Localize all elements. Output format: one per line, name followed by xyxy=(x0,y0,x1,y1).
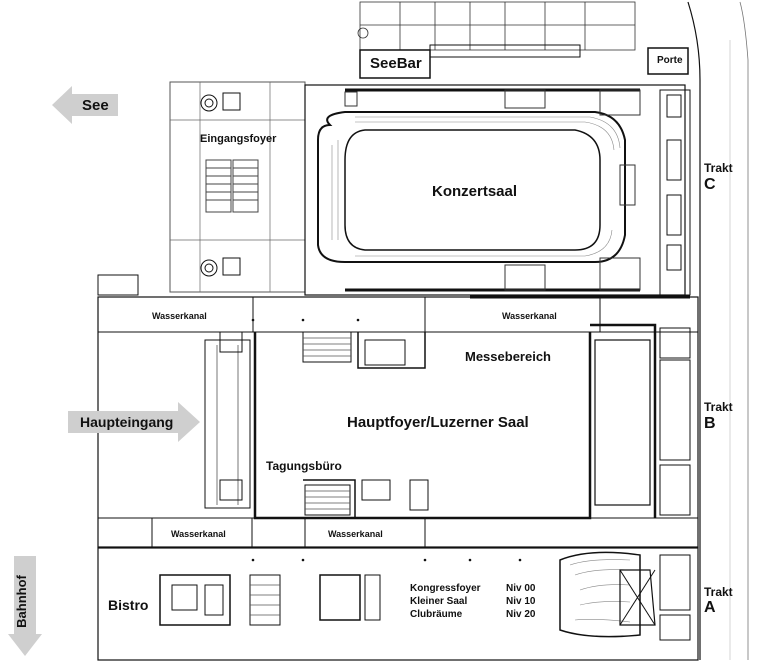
eingangsfoyer-area xyxy=(169,81,306,293)
see-arrow-label: See xyxy=(82,97,109,114)
porte-room xyxy=(647,47,689,75)
see-arrow: See xyxy=(52,86,118,124)
konzertsaal-block xyxy=(304,84,686,296)
trakt-b-letter: B xyxy=(704,415,716,432)
level-row: Kongressfoyer Niv 00 xyxy=(410,584,535,597)
level-value: Niv 20 xyxy=(506,609,536,620)
kleiner-saal xyxy=(559,551,641,638)
trakt-b-word: Trakt xyxy=(704,400,733,414)
bahnhof-arrow-label: Bahnhof xyxy=(13,575,29,628)
concert-hall-floor xyxy=(344,129,601,251)
level-value: Niv 10 xyxy=(506,596,536,607)
bahnhof-arrow: Bahnhof xyxy=(8,556,42,656)
porte-label: Porte xyxy=(657,55,683,66)
trakt-a-letter: A xyxy=(704,599,716,616)
messebereich-label: Messebereich xyxy=(465,349,551,364)
wasserkanal-north-east xyxy=(424,296,601,333)
konzertsaal-label: Konzertsaal xyxy=(432,183,518,200)
bistro-kitchen xyxy=(159,574,231,626)
level-legend: Kongressfoyer Niv 00 Kleiner Saal Niv 10… xyxy=(410,584,535,623)
wasserkanal-label-4: Wasserkanal xyxy=(328,529,383,539)
entrance-connector xyxy=(204,339,251,509)
seebar-label: SeeBar xyxy=(370,55,422,72)
trakt-c-letter: C xyxy=(704,176,716,193)
concert-hall-outline xyxy=(317,111,626,263)
trakt-c-word: Trakt xyxy=(704,161,733,175)
wasserkanal-label-2: Wasserkanal xyxy=(502,311,557,321)
tagungsbuero-label: Tagungsbüro xyxy=(266,459,342,473)
hauptfoyer-label: Hauptfoyer/Luzerner Saal xyxy=(347,414,529,431)
level-name: Clubräume xyxy=(410,609,463,620)
seebar-room xyxy=(359,49,431,79)
stage-area xyxy=(594,339,651,506)
eingangsfoyer-label: Eingangsfoyer xyxy=(200,133,277,145)
east-facade xyxy=(687,1,701,660)
level-row: Clubräume Niv 20 xyxy=(410,610,535,623)
wasserkanal-label-3: Wasserkanal xyxy=(171,529,226,539)
haupteingang-arrow-label: Haupteingang xyxy=(80,414,174,430)
trakt-a-word: Trakt xyxy=(704,585,733,599)
right-arrow-icon xyxy=(68,402,200,442)
level-value: Niv 00 xyxy=(506,583,536,594)
escalators-foyer xyxy=(205,159,259,213)
wasserkanal-label-1: Wasserkanal xyxy=(152,311,207,321)
level-name: Kleiner Saal xyxy=(410,596,468,607)
left-arrow-icon xyxy=(52,86,118,124)
wasserkanal-north-west xyxy=(97,296,254,333)
bottom-block xyxy=(97,547,699,661)
bistro-label: Bistro xyxy=(108,597,149,613)
level-name: Kongressfoyer xyxy=(410,583,481,594)
down-arrow-icon xyxy=(8,556,42,656)
haupteingang-arrow: Haupteingang xyxy=(68,402,200,442)
terrace-grid xyxy=(357,1,636,51)
level-row: Kleiner Saal Niv 10 xyxy=(410,597,535,610)
